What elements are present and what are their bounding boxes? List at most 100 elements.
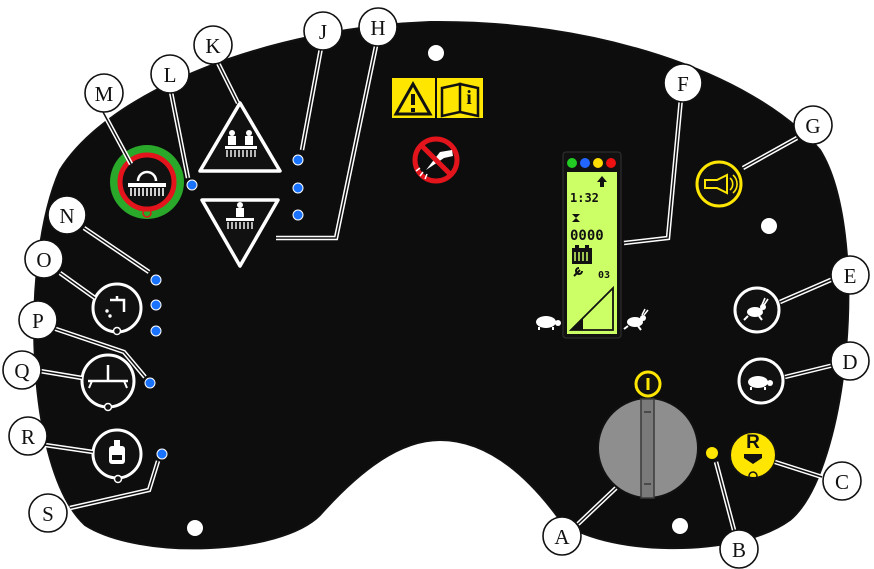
svg-text:L: L <box>164 63 177 87</box>
key-on-position-icon <box>634 370 662 398</box>
slow-speed-button[interactable] <box>737 357 785 405</box>
brush-head-icon <box>128 170 166 196</box>
pressure-level-led-2 <box>292 182 304 194</box>
fast-speed-button[interactable] <box>733 286 781 334</box>
callout-s: S <box>28 493 68 533</box>
turtle-icon <box>536 316 561 330</box>
solution-level-led-3 <box>150 325 162 337</box>
reverse-indicator-led <box>706 447 718 459</box>
lcd-hour-meter: 0000 <box>570 228 604 244</box>
svg-text:M: M <box>95 82 114 106</box>
reverse-button[interactable]: R <box>729 431 777 481</box>
status-led-red <box>606 158 616 168</box>
speed-ramp-indicator <box>568 285 614 331</box>
callout-e: E <box>830 255 870 295</box>
callout-o: O <box>24 239 64 279</box>
callout-g: G <box>793 105 833 145</box>
svg-text:H: H <box>370 16 385 40</box>
callout-f: F <box>663 63 703 103</box>
svg-text:A: A <box>554 525 570 549</box>
detergent-bottle-icon <box>109 440 125 464</box>
turtle-icon <box>748 376 773 390</box>
svg-text:F: F <box>677 72 689 96</box>
callout-j: J <box>303 11 343 51</box>
callout-d: D <box>830 341 870 381</box>
solution-flow-button[interactable] <box>91 282 143 336</box>
svg-text:N: N <box>59 204 74 228</box>
solution-faucet-icon <box>105 296 126 318</box>
brush-pressure-down-icon <box>226 202 254 229</box>
brush-on-off-button[interactable] <box>110 145 184 219</box>
svg-text:Q: Q <box>14 359 29 383</box>
brush-indicator-led <box>186 179 198 191</box>
detergent-button[interactable] <box>91 428 143 484</box>
callout-m: M <box>84 73 124 113</box>
callout-k: K <box>193 25 233 65</box>
brush-pressure-up-icon <box>225 130 257 157</box>
mount-hole-right <box>761 218 777 234</box>
power-icon <box>142 208 152 218</box>
key-switch-icon <box>640 398 655 499</box>
svg-text:G: G <box>805 114 820 138</box>
horn-icon <box>704 173 738 195</box>
svg-text:J: J <box>319 20 327 44</box>
mount-hole-bottom-left <box>187 520 203 536</box>
hourglass-icon <box>572 214 580 222</box>
svg-text:B: B <box>732 538 746 562</box>
pressure-level-led-3 <box>292 209 304 221</box>
svg-text:R: R <box>21 425 35 449</box>
rabbit-icon <box>623 308 649 331</box>
status-display: 1:32 0000 03 <box>562 151 622 339</box>
callout-a: A <box>542 516 582 556</box>
speed-ramp-fill <box>571 318 583 330</box>
rabbit-icon <box>743 297 769 321</box>
read-manual-icon <box>440 82 480 118</box>
callout-n: N <box>47 195 87 235</box>
mount-hole-top <box>428 45 444 61</box>
svg-text:C: C <box>835 470 849 494</box>
brush-pressure-up-button[interactable] <box>198 101 282 173</box>
lcd-time: 1:32 <box>570 191 599 205</box>
vacuum-indicator-led <box>144 377 156 389</box>
power-icon <box>103 402 113 412</box>
read-manual-decal: i <box>437 78 483 118</box>
power-icon <box>113 474 123 484</box>
svg-text:D: D <box>842 350 857 374</box>
squeegee-vacuum-icon <box>88 365 128 389</box>
vacuum-squeegee-button[interactable] <box>80 353 136 412</box>
solution-level-led-1 <box>150 274 162 286</box>
callout-q: Q <box>2 350 42 390</box>
pressure-level-led-1 <box>292 154 304 166</box>
horn-button[interactable] <box>695 160 743 208</box>
wrench-icon <box>573 267 583 277</box>
reverse-icon: R <box>746 432 760 453</box>
info-letter: i <box>466 87 472 109</box>
svg-text:S: S <box>42 502 54 526</box>
direction-arrow-icon <box>597 176 607 187</box>
power-icon <box>748 471 758 481</box>
svg-text:O: O <box>36 248 51 272</box>
no-pressure-washing-icon <box>412 136 460 184</box>
warning-decal <box>392 78 435 118</box>
mount-hole-bottom-right <box>672 518 688 534</box>
warning-triangle-icon <box>393 80 433 116</box>
battery-gauge-icon <box>572 245 592 264</box>
svg-text:K: K <box>205 34 220 58</box>
power-icon <box>112 326 122 336</box>
status-led-yellow <box>593 158 603 168</box>
key-switch[interactable] <box>597 397 699 499</box>
status-led-green <box>567 158 577 168</box>
callout-p: P <box>18 300 58 340</box>
callout-c: C <box>822 461 862 501</box>
lcd-code: 03 <box>598 270 610 281</box>
brush-pressure-down-button[interactable] <box>200 198 280 268</box>
detergent-indicator-led <box>156 448 168 460</box>
svg-text:P: P <box>32 309 44 333</box>
svg-text:E: E <box>844 264 857 288</box>
callout-r: R <box>8 416 48 456</box>
solution-level-led-2 <box>150 299 162 311</box>
callout-h: H <box>358 7 398 47</box>
leader-lines <box>39 45 835 531</box>
callout-l: L <box>150 54 190 94</box>
